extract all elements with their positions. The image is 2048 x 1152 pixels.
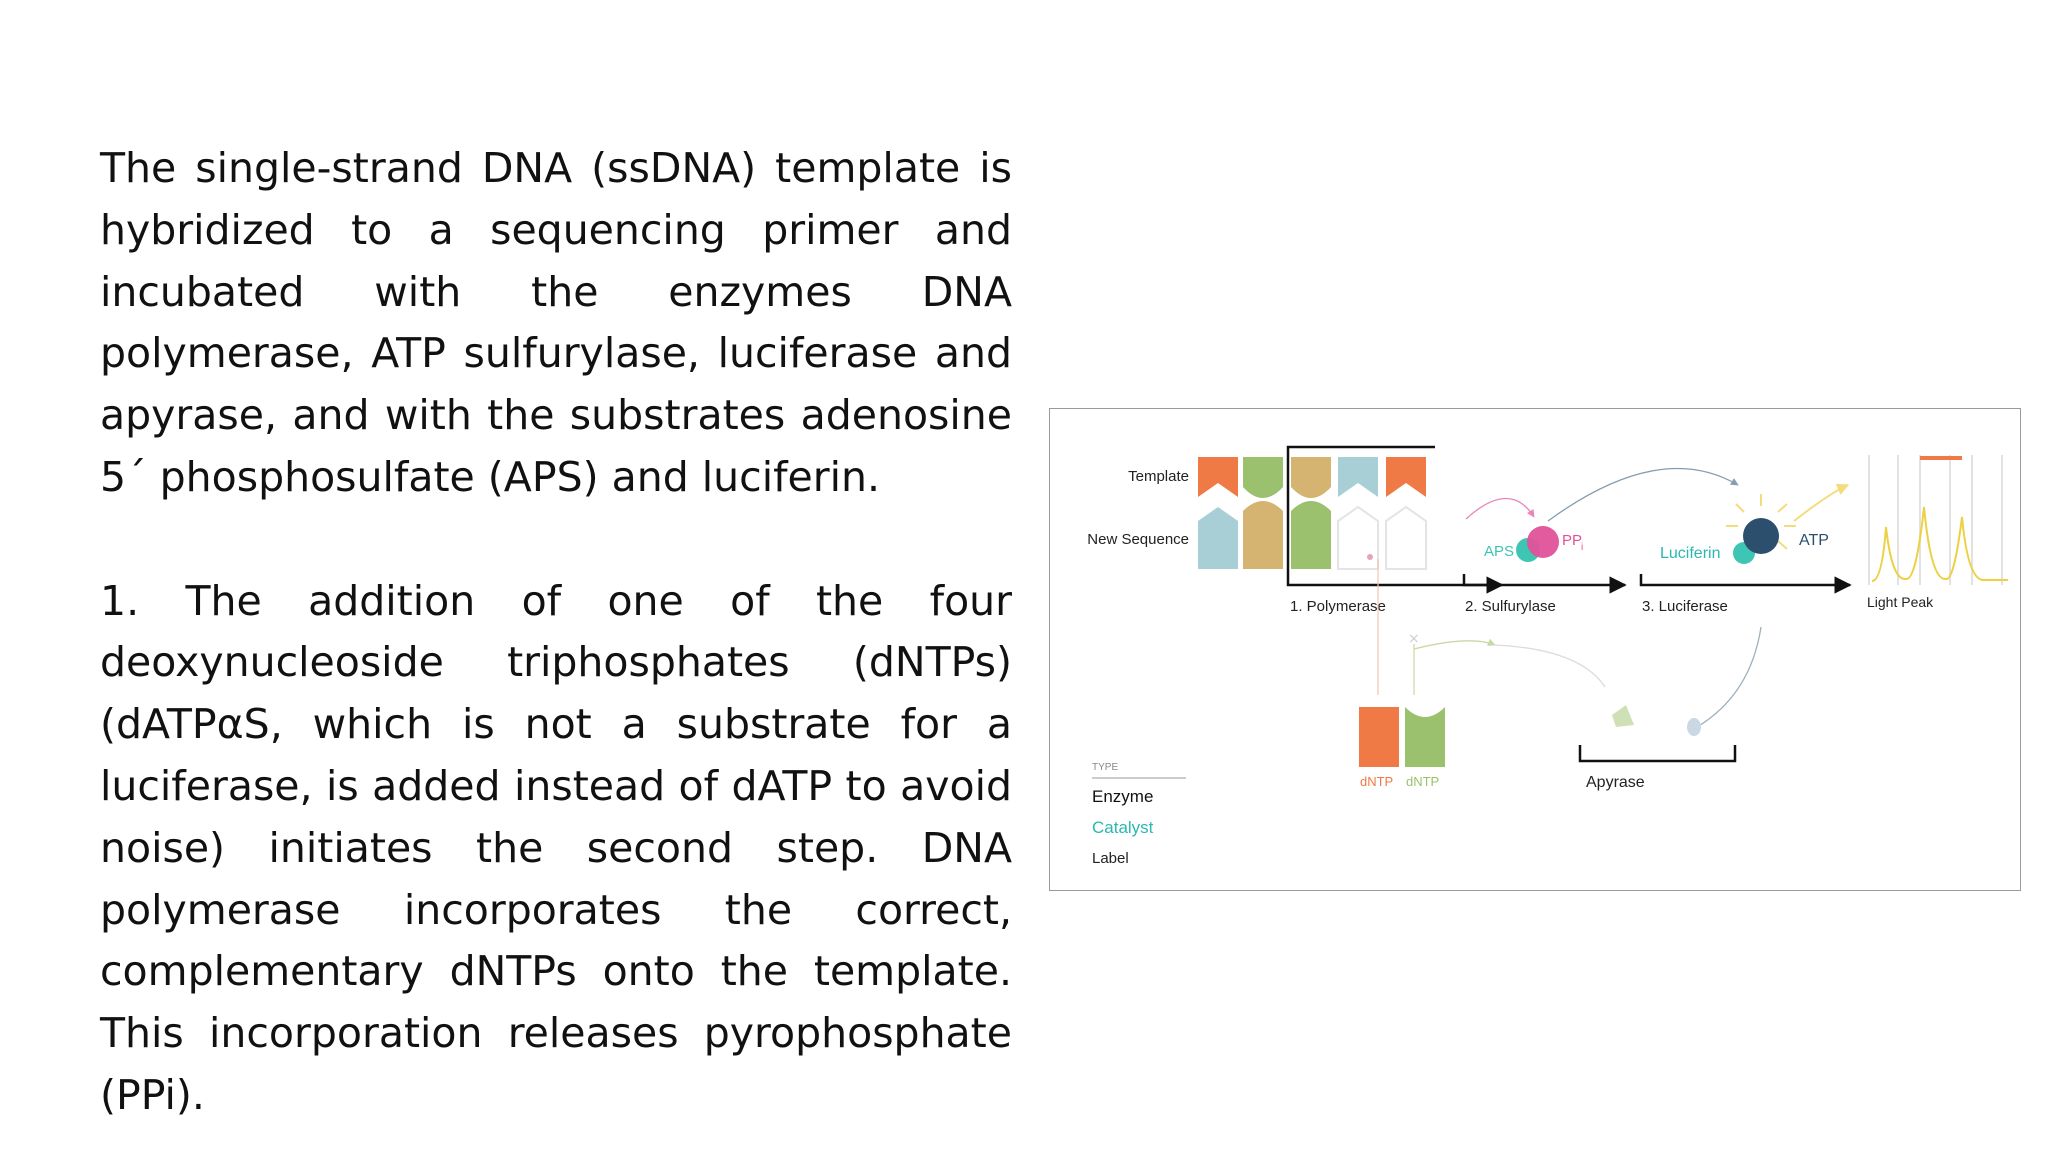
dntp-label-2: dNTP — [1406, 774, 1439, 789]
template-block-2 — [1243, 457, 1283, 498]
ppi-subscript: i — [1581, 542, 1583, 553]
degraded-dntp-fragment — [1612, 705, 1634, 727]
light-emission-arrow — [1793, 483, 1850, 522]
nucleotide-blocks — [1198, 457, 1427, 570]
new-block-2 — [1243, 501, 1283, 569]
aps-label: APS — [1484, 543, 1514, 560]
template-block-1 — [1198, 457, 1238, 497]
legend-heading: TYPE — [1092, 762, 1118, 773]
new-block-1 — [1198, 507, 1238, 569]
new-sequence-row-label: New Sequence — [1087, 531, 1189, 548]
legend-label: Label — [1092, 850, 1129, 867]
body-text: The single-strand DNA (ssDNA) template i… — [100, 138, 1012, 1127]
luciferase-bracket — [1639, 574, 1852, 594]
atp-molecule — [1743, 518, 1779, 554]
dntp-label-1: dNTP — [1360, 774, 1393, 789]
light-peak-chart — [1868, 455, 2008, 585]
atp-label: ATP — [1799, 532, 1829, 549]
step-polymerase-label: 1. Polymerase — [1290, 598, 1386, 615]
new-block-4-empty — [1337, 505, 1379, 570]
light-peak-label: Light Peak — [1867, 594, 1934, 610]
ppi-flow-arrow — [1465, 497, 1535, 520]
light-burst — [1726, 494, 1796, 550]
template-row-label: Template — [1128, 468, 1189, 485]
diagram-canvas: Template New Sequence — [1087, 445, 2008, 867]
ppi-molecule — [1527, 526, 1559, 558]
legend-enzyme: Enzyme — [1092, 787, 1153, 806]
dntp-orange-block — [1359, 707, 1399, 767]
sulfurylase-bracket — [1462, 574, 1627, 594]
template-block-5 — [1386, 457, 1426, 497]
dntp-flow-arrow — [1413, 638, 1496, 650]
new-block-3 — [1291, 501, 1331, 569]
apyrase-bracket — [1578, 745, 1737, 763]
paragraph-intro: The single-strand DNA (ssDNA) template i… — [100, 144, 1012, 501]
blocked-x-mark: × — [1408, 631, 1420, 647]
light-peak-signal — [1871, 506, 2008, 582]
apyrase-label: Apyrase — [1586, 774, 1645, 791]
legend-catalyst: Catalyst — [1092, 818, 1154, 837]
incoming-dot — [1367, 554, 1373, 560]
luciferin-label: Luciferin — [1660, 545, 1720, 562]
ppi-label: PP — [1562, 532, 1582, 549]
template-block-4 — [1338, 457, 1378, 497]
dntp-green-block — [1405, 707, 1445, 767]
to-apyrase-arrow — [1689, 626, 1762, 732]
degraded-atp-fragment — [1687, 718, 1701, 736]
polymerase-bracket — [1286, 445, 1504, 594]
atp-flow-arrow — [1547, 467, 1739, 522]
new-block-5-empty — [1385, 505, 1427, 570]
step-luciferase-label: 3. Luciferase — [1642, 598, 1728, 615]
paragraph-step-1: 1. The addition of one of the four deoxy… — [100, 576, 1012, 1119]
pyrosequencing-diagram: Template New Sequence — [1049, 408, 2021, 891]
step-sulfurylase-label: 2. Sulfurylase — [1465, 598, 1556, 615]
template-block-3 — [1291, 457, 1331, 498]
dntp-to-apyrase-arrow — [1494, 644, 1606, 688]
